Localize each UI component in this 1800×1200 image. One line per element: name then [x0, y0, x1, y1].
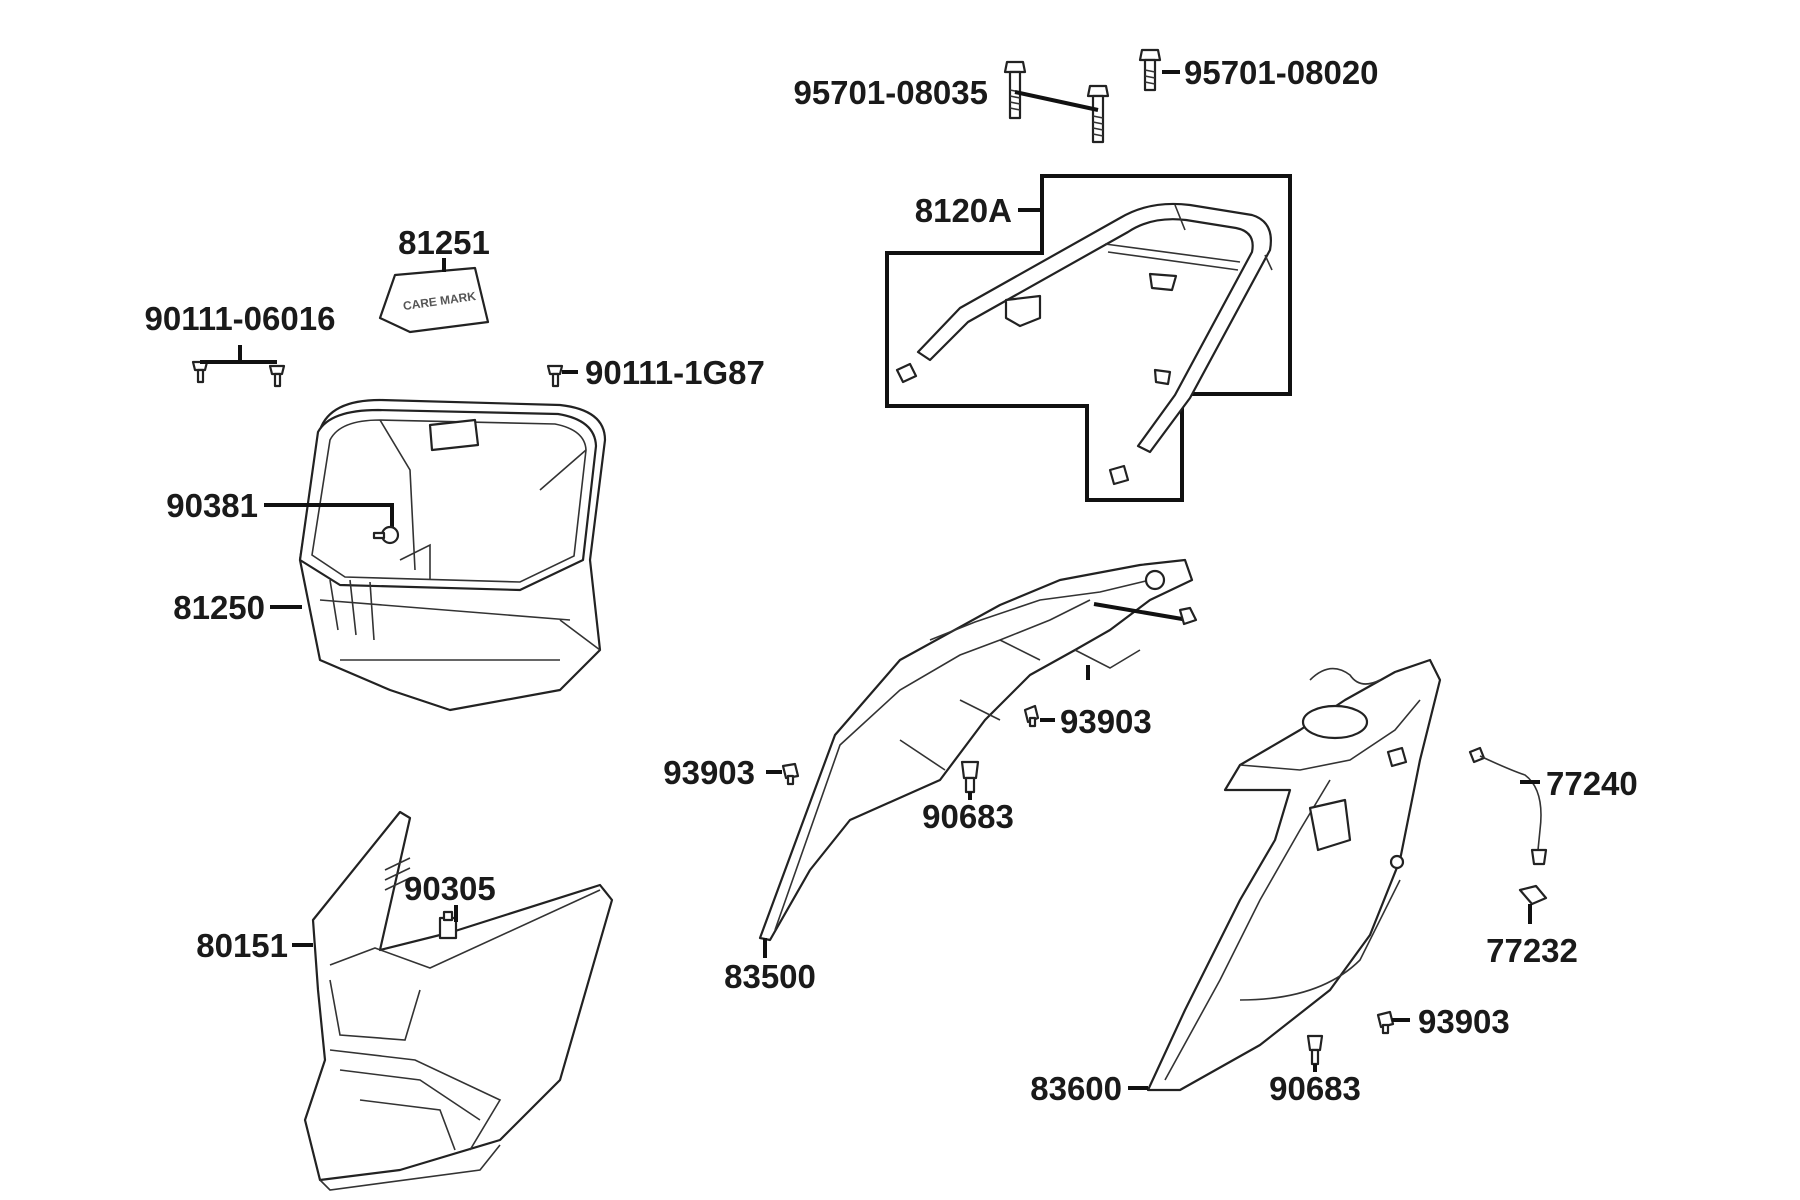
grommet-center [960, 760, 980, 794]
small-fastener-left [1178, 606, 1198, 626]
bolt-short [1138, 48, 1162, 92]
label-left-cover: 83500 [724, 958, 816, 995]
screw-center [1023, 704, 1040, 728]
label-bolt-short: 95701-08020 [1184, 54, 1379, 91]
front-nut [438, 910, 458, 940]
label-bolt-long: 95701-08035 [793, 74, 988, 111]
helmet-storage-box [298, 398, 607, 712]
label-grommet-center: 90683 [922, 798, 1014, 835]
carrier-callout-box [885, 174, 1292, 502]
grommet-right [1306, 1034, 1324, 1066]
label-screw-left: 93903 [663, 754, 755, 791]
screw-pair [191, 345, 286, 388]
label-carrier: 8120A [915, 192, 1012, 229]
front-inner-cover [303, 810, 614, 1191]
label-screw-right: 93903 [1418, 1003, 1510, 1040]
box-clip [372, 525, 400, 545]
bolt-long-pair [1003, 60, 1110, 144]
screw-single [546, 364, 564, 388]
cable-clamp [1518, 884, 1548, 906]
label-screw-single: 90111-1G87 [585, 354, 765, 391]
screw-right [1376, 1010, 1395, 1035]
label-clip-box: 90381 [166, 487, 258, 524]
label-grommet-right: 90683 [1269, 1070, 1361, 1107]
label-clamp: 77232 [1486, 932, 1578, 969]
label-front-cover: 80151 [196, 927, 288, 964]
label-cable: 77240 [1546, 765, 1638, 802]
helmet-box-lid: CARE MARK [378, 266, 490, 334]
label-lid: 81251 [398, 224, 490, 261]
rear-carrier-rack [895, 202, 1273, 486]
label-helmet-box: 81250 [173, 589, 265, 626]
label-right-cover: 83600 [1030, 1070, 1122, 1107]
screw-left [781, 762, 800, 786]
label-screw-center: 93903 [1060, 703, 1152, 740]
right-side-cover [1146, 658, 1442, 1092]
left-side-cover [758, 558, 1194, 942]
seat-cable [1468, 746, 1548, 866]
label-screw-pair: 90111-06016 [145, 300, 336, 337]
label-nut-front: 90305 [404, 870, 496, 907]
